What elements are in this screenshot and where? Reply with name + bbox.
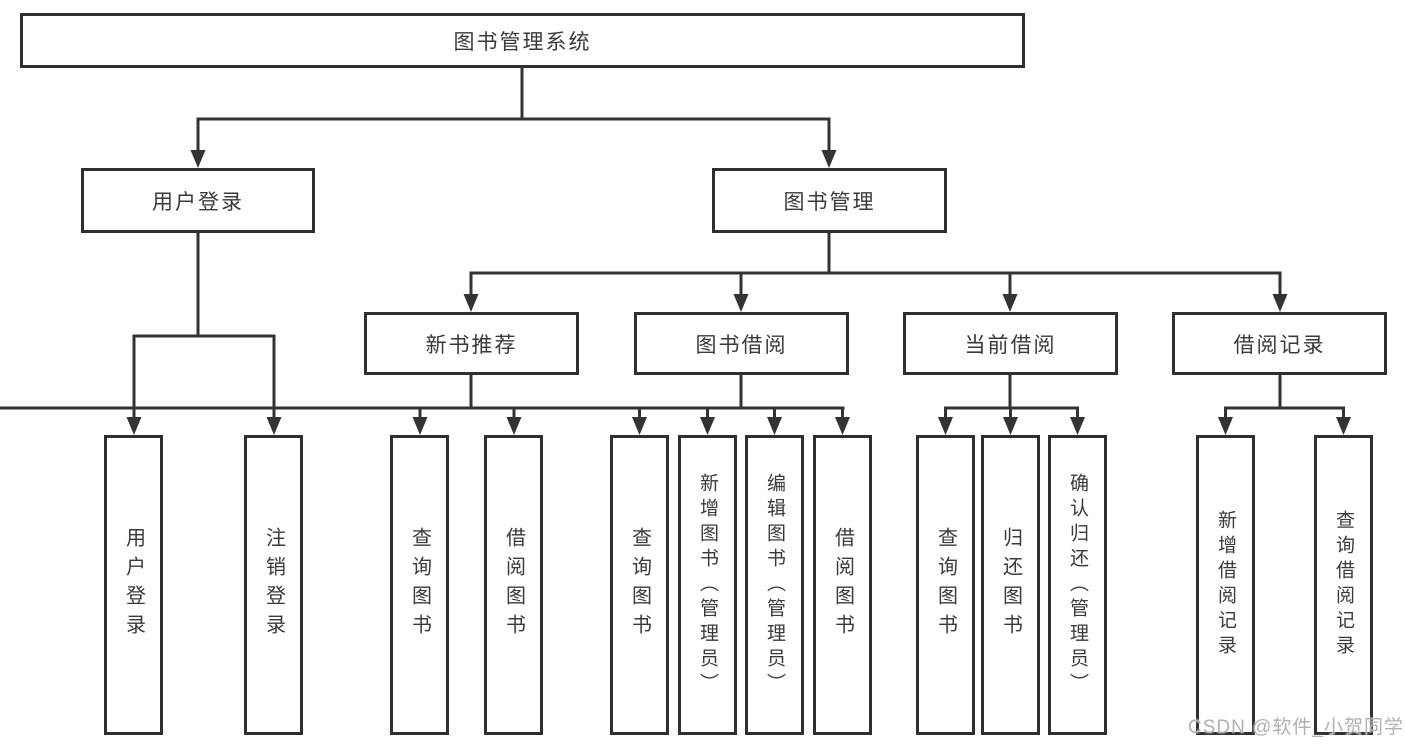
node-current-borrowing: 当前借阅 [903, 312, 1118, 375]
node-leaf-logout: 注销登录 [244, 435, 303, 735]
node-leaf-record-add-record: 新增借阅记录 [1196, 435, 1255, 735]
node-leaf-current-return-book: 归还图书 [981, 435, 1040, 735]
node-library-management-system: 图书管理系统 [20, 13, 1025, 68]
connector-userlogin-to-leaves [126, 233, 282, 435]
node-borrowing-records: 借阅记录 [1172, 312, 1387, 375]
node-leaf-newbook-query-book: 查询图书 [390, 435, 449, 735]
node-leaf-current-query-book: 查询图书 [916, 435, 975, 735]
node-leaf-user-login: 用户登录 [104, 435, 163, 735]
node-leaf-borrow-borrow-book: 借阅图书 [813, 435, 872, 735]
connector-bookborrow-to-leaves [0, 375, 850, 435]
node-leaf-borrow-add-book-admin: 新增图书（管理员） [678, 435, 737, 735]
connector-borrowrecord-to-leaves [1218, 375, 1351, 435]
node-leaf-borrow-query-book: 查询图书 [610, 435, 669, 735]
node-new-book-recommend: 新书推荐 [364, 312, 579, 375]
node-leaf-record-query-record: 查询借阅记录 [1314, 435, 1373, 735]
connector-root-to-level2 [190, 68, 837, 168]
csdn-watermark: CSDN @软件_小贺同学 [1188, 717, 1404, 738]
connector-currentborrow-to-leaves [938, 375, 1085, 435]
node-leaf-borrow-edit-book-admin: 编辑图书（管理员） [745, 435, 804, 735]
connector-newbook-to-leaves [412, 375, 522, 435]
node-user-login: 用户登录 [81, 168, 315, 233]
node-book-management: 图书管理 [712, 168, 947, 233]
connector-bookmgmt-to-level3 [463, 233, 1288, 312]
node-leaf-current-confirm-return-admin: 确认归还（管理员） [1048, 435, 1107, 735]
node-book-borrowing: 图书借阅 [634, 312, 849, 375]
node-leaf-newbook-borrow-book: 借阅图书 [484, 435, 543, 735]
